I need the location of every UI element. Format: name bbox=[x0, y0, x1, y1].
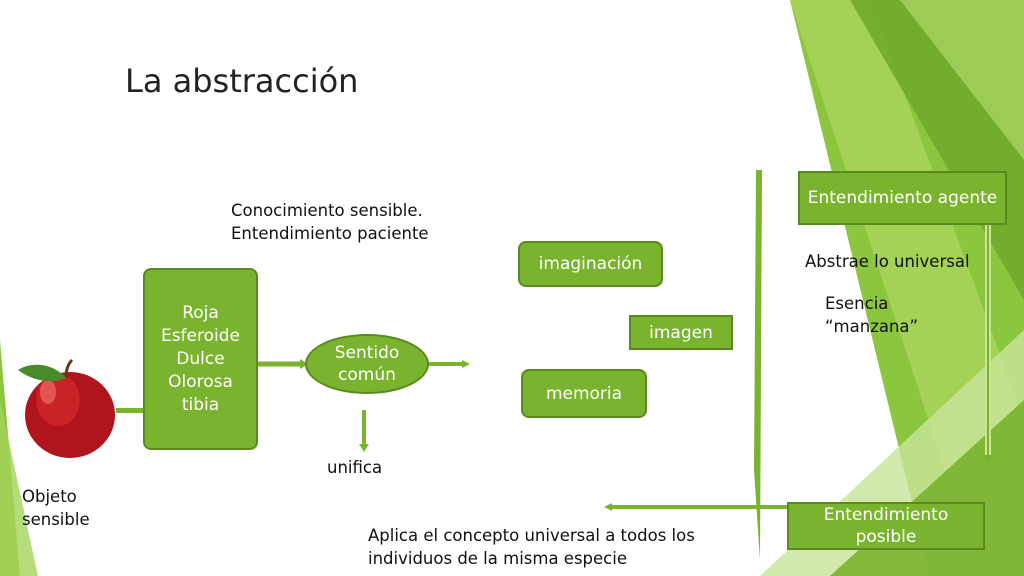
bg-left-sliver-2 bbox=[0, 400, 38, 576]
arrow-to-sentido-head bbox=[300, 359, 308, 369]
conocimiento-line-2: Entendimiento paciente bbox=[231, 224, 429, 243]
quality-dulce: Dulce bbox=[176, 348, 225, 369]
page-title: La abstracción bbox=[125, 62, 359, 100]
apple-image bbox=[18, 358, 115, 458]
posible-line-1: Entendimiento bbox=[823, 505, 949, 525]
vertical-bracket bbox=[754, 170, 762, 560]
quality-roja: Roja bbox=[182, 302, 219, 323]
entendimiento-agente-box: Entendimiento agente bbox=[798, 171, 1007, 225]
qualities-box: Roja Esferoide Dulce Olorosa tibia bbox=[143, 268, 258, 450]
aplica-line-1: Aplica el concepto universal a todos los bbox=[368, 526, 695, 545]
bg-shape-6 bbox=[900, 0, 1024, 160]
conocimiento-line-1: Conocimiento sensible. bbox=[231, 201, 423, 220]
aplica-line-2: individuos de la misma especie bbox=[368, 549, 627, 568]
imagen-box: imagen bbox=[629, 315, 733, 350]
esencia-line-2: “manzana” bbox=[825, 317, 919, 336]
arrow-down-unifica-head bbox=[359, 444, 369, 452]
connector-apple bbox=[116, 408, 144, 413]
sentido-line-2: común bbox=[338, 365, 396, 385]
conocimiento-sensible-text: Conocimiento sensible. Entendimiento pac… bbox=[231, 199, 429, 245]
abstrae-label: Abstrae lo universal bbox=[805, 252, 970, 271]
arrow-from-sentido-head bbox=[462, 360, 470, 368]
entendimiento-posible-box: Entendimiento posible bbox=[787, 502, 985, 550]
quality-tibia: tibia bbox=[181, 394, 220, 415]
quality-esferoide: Esferoide bbox=[160, 325, 241, 346]
arrow-aplica-head bbox=[604, 503, 612, 511]
sentido-comun-ellipse: Sentido común bbox=[305, 334, 429, 394]
objeto-line-1: Objeto bbox=[22, 487, 77, 506]
posible-line-2: posible bbox=[855, 527, 917, 547]
aplica-text: Aplica el concepto universal a todos los… bbox=[368, 524, 695, 570]
sentido-line-1: Sentido bbox=[334, 343, 400, 363]
objeto-sensible-label: Objeto sensible bbox=[22, 485, 90, 531]
esencia-line-1: Esencia bbox=[825, 294, 889, 313]
quality-olorosa: Olorosa bbox=[168, 371, 233, 392]
imaginacion-box: imaginación bbox=[518, 241, 663, 287]
unifica-label: unifica bbox=[327, 458, 383, 477]
memoria-box: memoria bbox=[521, 369, 647, 418]
objeto-line-2: sensible bbox=[22, 510, 90, 529]
esencia-label: Esencia “manzana” bbox=[825, 292, 918, 338]
arrow-agente-posible-head bbox=[982, 455, 994, 465]
